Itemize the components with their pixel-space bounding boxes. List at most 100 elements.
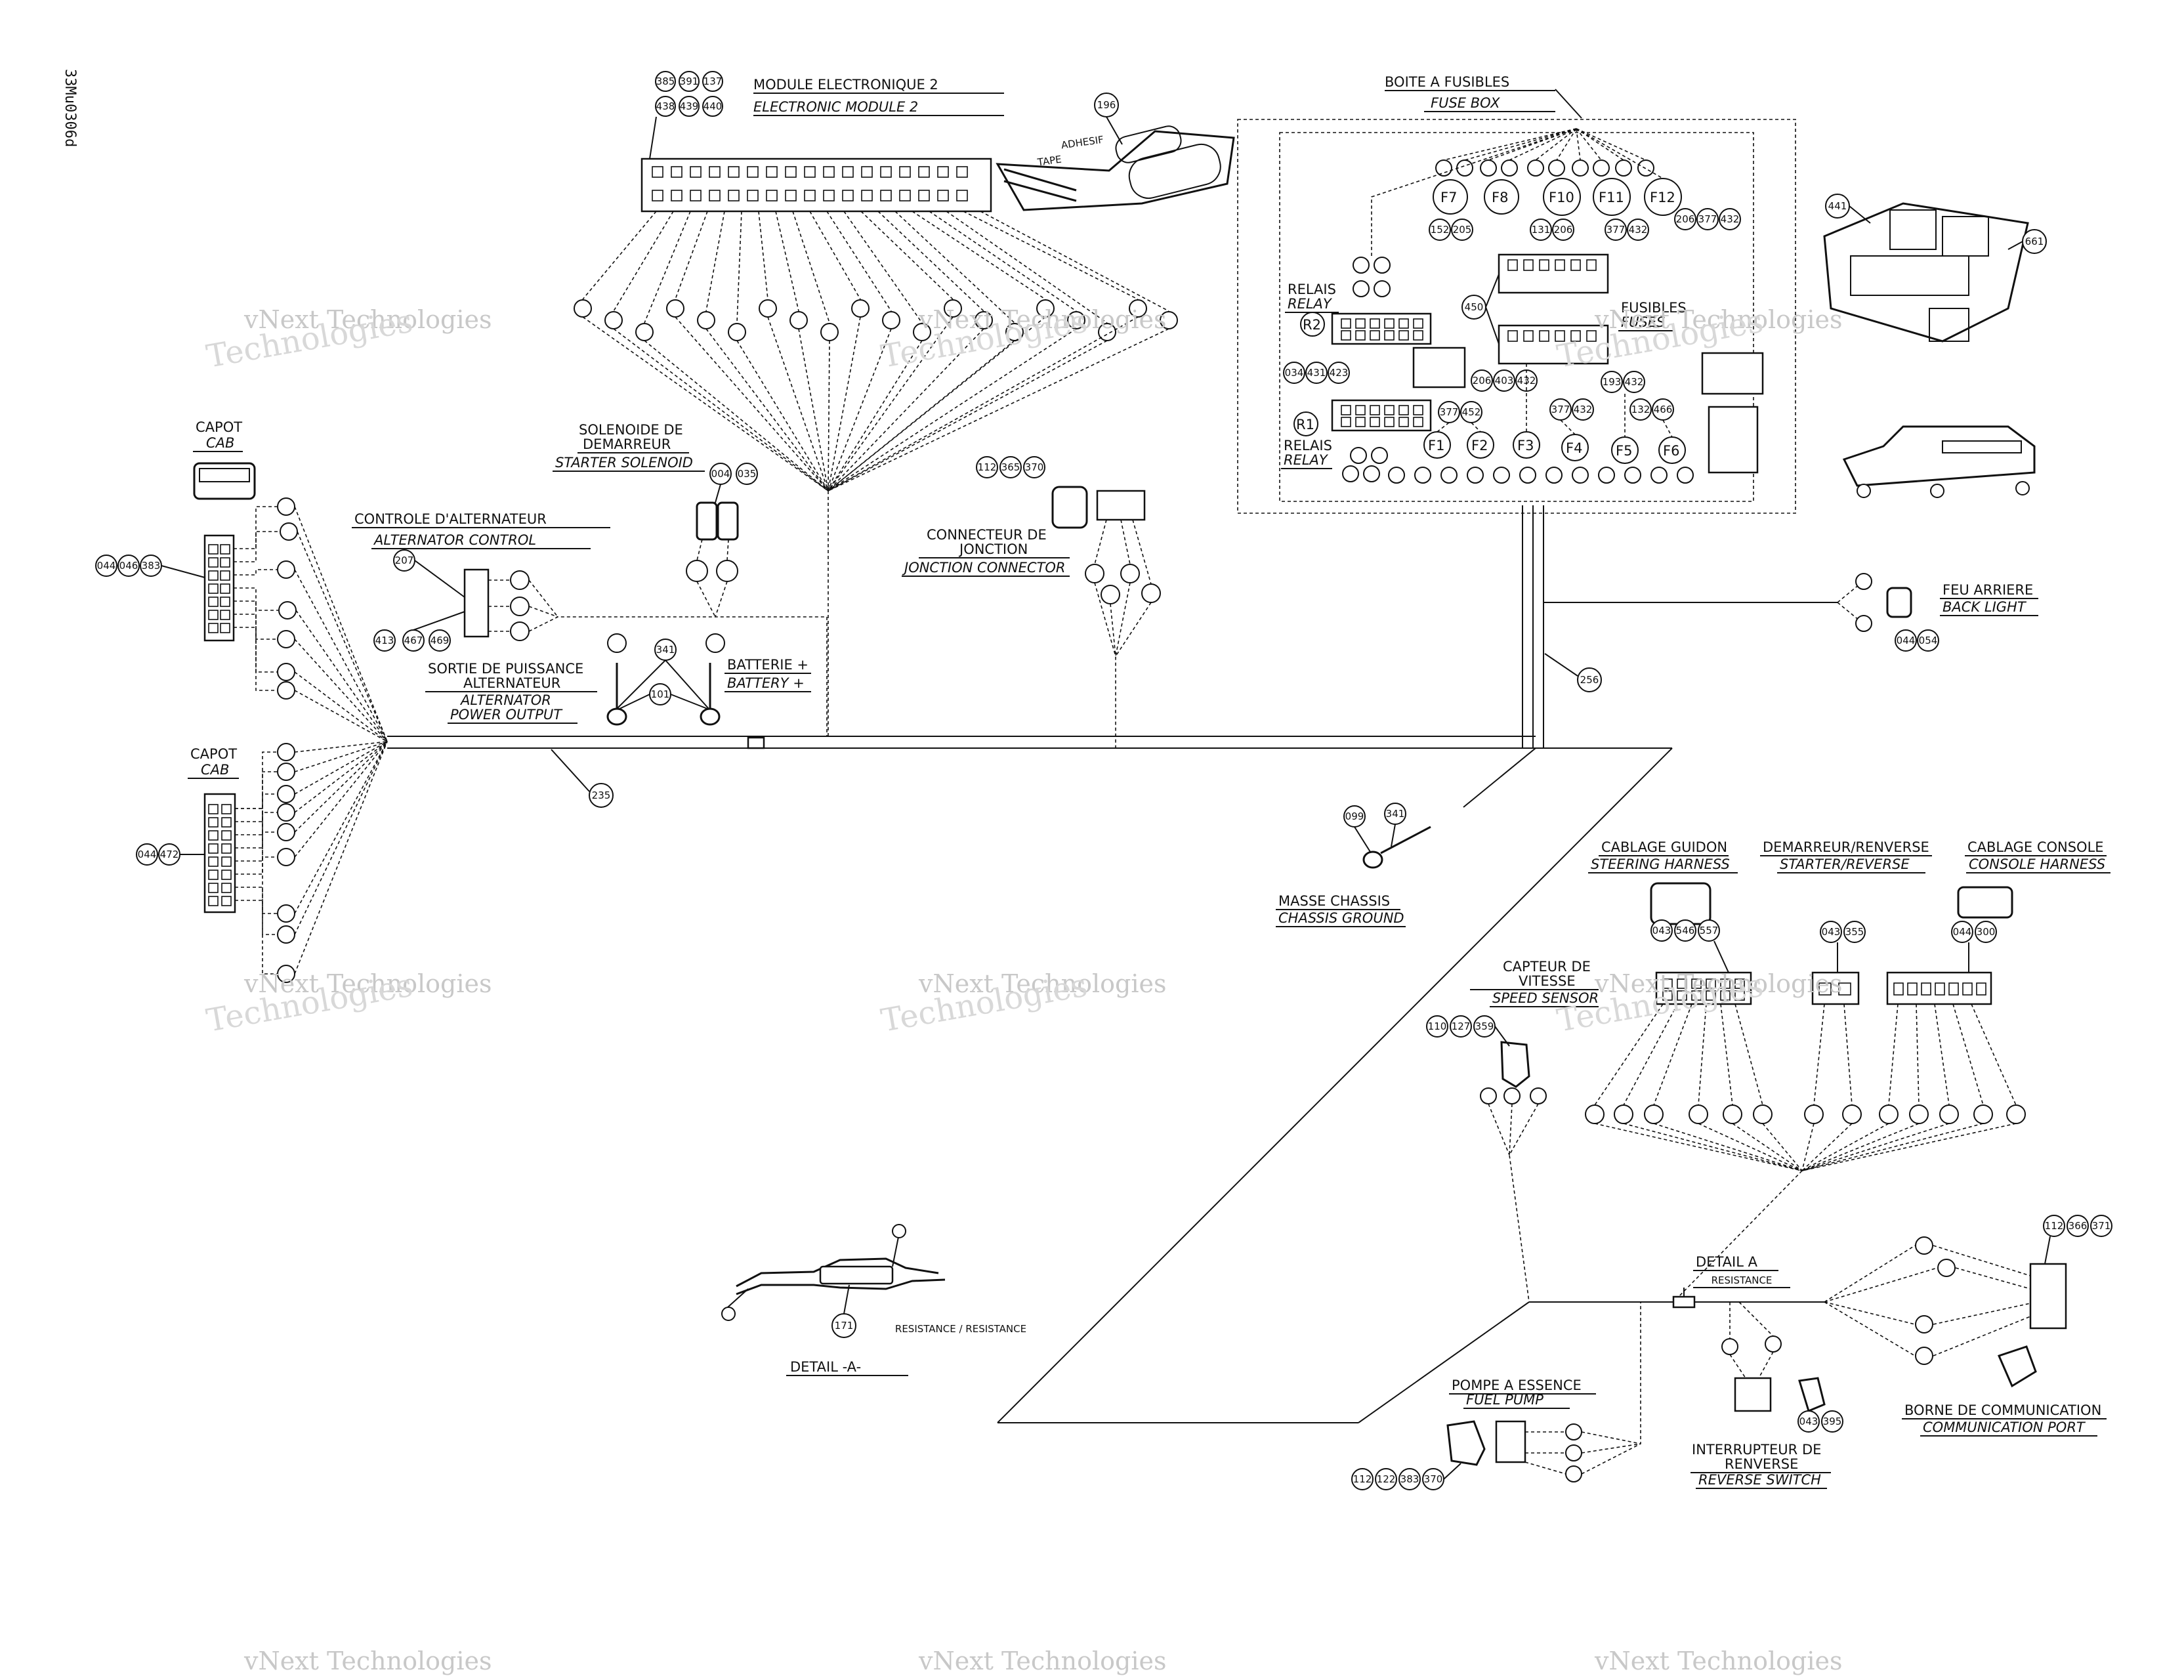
steering-pin xyxy=(1706,990,1716,1001)
harness-wire xyxy=(1734,1003,1763,1106)
cab-pin xyxy=(208,843,219,854)
harness-wire xyxy=(1594,1003,1664,1106)
wire-code-bubble xyxy=(277,763,295,781)
steering-pin xyxy=(1677,990,1687,1001)
alt-out-en1: ALTERNATOR xyxy=(459,692,551,708)
cab-pin xyxy=(220,610,230,620)
cab-pin xyxy=(208,804,219,814)
alternator-control: CONTROLE D'ALTERNATEUR ALTERNATOR CONTRO… xyxy=(352,511,827,652)
module-wire xyxy=(912,211,1046,300)
fuse-pin xyxy=(1539,259,1549,271)
cab1-fr: CAPOT xyxy=(196,419,242,435)
fuel-pump: POMPE A ESSENCE FUEL PUMP 112 122 383 37… xyxy=(1351,1302,1641,1490)
steering-pin xyxy=(1734,978,1745,989)
ref-bubble: 206 xyxy=(1473,375,1492,387)
cab-wire xyxy=(235,771,277,822)
relay-r1: R1 xyxy=(1296,417,1314,432)
ref-bubble: 046 xyxy=(119,560,138,572)
module-pin xyxy=(671,166,682,178)
alt-out-fr2: ALTERNATEUR xyxy=(463,675,560,691)
ref-bubble: 035 xyxy=(738,468,757,480)
main-harness: 235 256 xyxy=(387,505,1838,1423)
module-wire xyxy=(613,211,674,312)
ref-bubble: 472 xyxy=(160,849,179,860)
wire-code-bubble xyxy=(277,560,295,579)
relay-pin xyxy=(1370,318,1380,329)
ref-bubble: 370 xyxy=(1424,1473,1443,1485)
wire-code-bubble xyxy=(277,803,295,822)
module-pin xyxy=(652,166,663,178)
module-pin xyxy=(747,190,759,201)
ref-bubble: 432 xyxy=(1721,213,1740,225)
tape-label-fr: ADHESIF xyxy=(1060,134,1104,152)
harness-wire xyxy=(1801,1123,1815,1171)
module-wire xyxy=(775,211,799,312)
fuse-wire-bubble xyxy=(1519,467,1536,484)
watermark: vNext Technologies xyxy=(918,305,1166,334)
module-pin xyxy=(823,166,835,178)
harness-wire xyxy=(1801,1123,2017,1171)
cab-wire xyxy=(234,531,280,562)
fuse-row-bottom: 206 403 432 193 432 377 432 132 466 377 … xyxy=(1388,364,1694,484)
ref-bubble: 004 xyxy=(711,468,730,480)
ref-bubble: 132 xyxy=(1631,404,1650,415)
relay-pin xyxy=(1370,330,1380,341)
module-wire xyxy=(929,211,1077,312)
module-pin xyxy=(956,166,968,178)
document-code: 33Mu0306d xyxy=(62,69,78,147)
fuse-block: FUSIBLES FUSES 450 xyxy=(1412,253,1764,474)
wire-code-bubble xyxy=(604,311,623,329)
relay-pin xyxy=(1355,417,1366,427)
cab-wire xyxy=(235,793,277,835)
ref-bubble: 467 xyxy=(404,635,423,646)
ref-bubble: 371 xyxy=(2092,1220,2111,1232)
relay-pin xyxy=(1398,330,1409,341)
fuses-label-fr: FUSIBLES xyxy=(1621,300,1687,316)
module-wire xyxy=(828,328,984,492)
cab-pin xyxy=(220,570,230,581)
module-wire xyxy=(767,316,829,492)
module-pin xyxy=(747,166,759,178)
wire-code-bubble xyxy=(1973,1104,1993,1124)
cab-pin xyxy=(221,830,232,841)
ground-en: CHASSIS GROUND xyxy=(1278,910,1404,926)
relay-pin xyxy=(1384,405,1395,415)
fuse-wire-bubble xyxy=(1467,467,1484,484)
communication-port: 112 366 371 BORNE DE COMMUNICATION COMMU… xyxy=(1824,1215,2112,1437)
speed-en: SPEED SENSOR xyxy=(1492,990,1599,1006)
module-pin xyxy=(918,190,930,201)
steering-fr: CABLAGE GUIDON xyxy=(1601,839,1727,855)
cab-wire xyxy=(235,812,277,849)
module-wire xyxy=(828,316,861,492)
cab-pin xyxy=(208,870,219,880)
fuse-f3: F3 xyxy=(1517,438,1534,453)
module-pin xyxy=(899,166,911,178)
relay-pin xyxy=(1384,330,1395,341)
fuse-wire-bubble xyxy=(1624,467,1641,484)
wire-code-bubble xyxy=(277,785,295,803)
relay-block: RELAIS RELAY R2 R1 RELAIS RELAY 034 431 … xyxy=(1281,257,1432,482)
wire-code-bubble xyxy=(277,497,295,516)
cab-wire xyxy=(294,569,388,742)
fuse-wire-bubble xyxy=(1650,467,1668,484)
ref-bubble: 431 xyxy=(1307,367,1326,379)
wire-code-bubble xyxy=(635,323,654,341)
ref-bubble: 171 xyxy=(835,1320,854,1332)
fuse-f4: F4 xyxy=(1566,440,1582,456)
relay-pin xyxy=(1413,318,1423,329)
harness-wire xyxy=(1971,1003,2017,1106)
console-pin xyxy=(1921,982,1931,996)
watermark: vNext Technologies xyxy=(243,305,492,334)
module-wire xyxy=(809,211,861,300)
cab-pin xyxy=(208,583,219,594)
relay-r2: R2 xyxy=(1303,317,1321,333)
module-pin xyxy=(690,166,702,178)
ref-bubble: 193 xyxy=(1603,376,1622,388)
module-pin xyxy=(861,190,873,201)
junction-en: JONCTION CONNECTOR xyxy=(902,560,1066,576)
steering-pin xyxy=(1734,990,1745,1001)
cab-pin xyxy=(221,870,232,880)
cab-pin xyxy=(221,883,232,893)
ref-bubble: 044 xyxy=(1953,926,1972,938)
